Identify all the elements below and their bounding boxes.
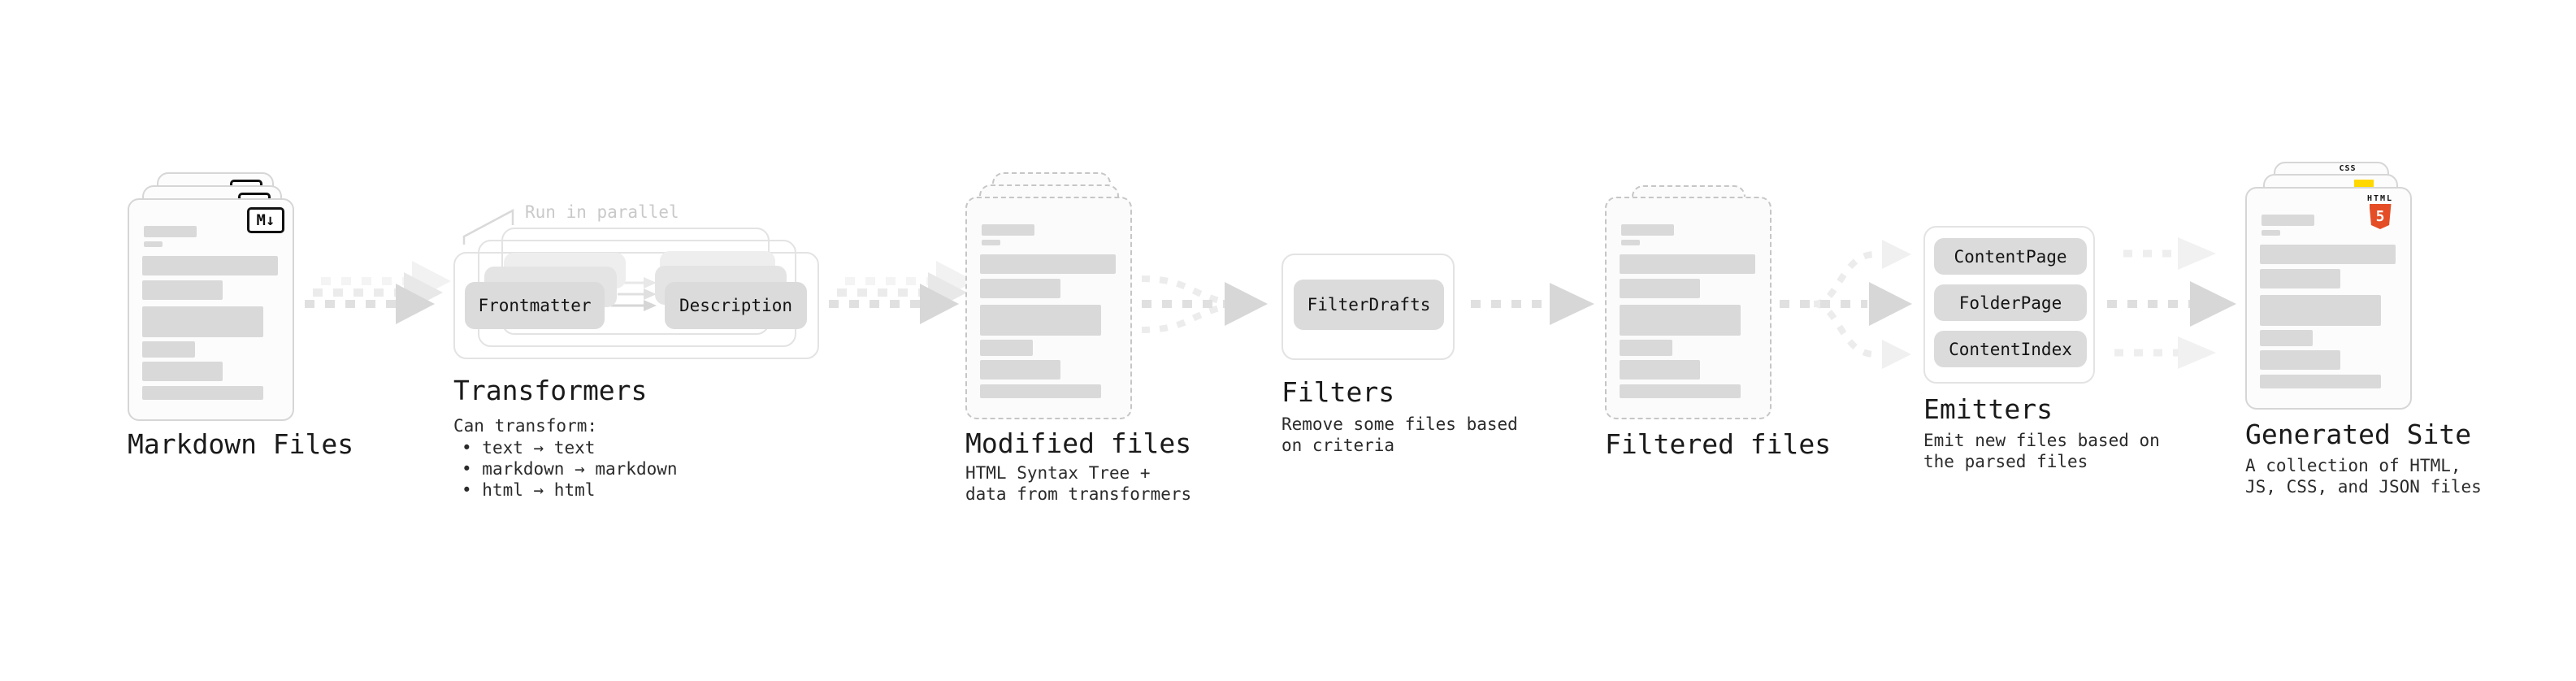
content-bar <box>2260 350 2340 370</box>
arrow-filters-to-filtered <box>1471 283 1594 325</box>
stage-desc-generated-site: A collection of HTML, JS, CSS, and JSON … <box>2245 456 2482 497</box>
filters-frame <box>1281 254 1455 360</box>
stage-title-filters: Filters <box>1281 376 1395 408</box>
content-bar <box>980 254 1116 274</box>
content-bar <box>1620 384 1741 398</box>
content-bar <box>980 305 1101 336</box>
emitter-box-label: ContentIndex <box>1949 339 2072 359</box>
stage-title-filtered-files: Filtered files <box>1605 428 1832 460</box>
html5-icon-wordmark: HTML <box>2366 194 2394 203</box>
transformer-bullet-list: text → text markdown → markdown html → h… <box>462 437 678 501</box>
transformer-box-label: Description <box>679 296 793 315</box>
content-bar <box>980 384 1101 398</box>
transformer-box-frontmatter: Frontmatter <box>465 282 605 329</box>
content-bar <box>1620 360 1700 380</box>
content-bar <box>1621 224 1674 236</box>
content-bar <box>2262 230 2280 236</box>
modified-file-card-front <box>965 197 1132 419</box>
content-bar <box>1620 254 1755 274</box>
stage-title-emitters: Emitters <box>1923 393 2053 425</box>
emitter-box-label: ContentPage <box>1954 246 2067 267</box>
content-bar <box>142 256 278 275</box>
content-bar <box>2260 375 2381 388</box>
stage-title-markdown-files: Markdown Files <box>128 428 354 460</box>
content-bar <box>2260 245 2396 264</box>
content-bar <box>142 362 223 381</box>
filter-box-filterdrafts: FilterDrafts <box>1294 280 1444 330</box>
stage-desc-transformers: Can transform: <box>453 416 598 436</box>
content-bar <box>144 241 163 247</box>
html5-icon-digit: 5 <box>2375 208 2385 225</box>
emitter-box-contentpage: ContentPage <box>1934 238 2087 275</box>
emitter-box-contentindex: ContentIndex <box>1934 331 2087 367</box>
generated-file-card-front: HTML 5 <box>2245 187 2412 410</box>
stage-title-generated-site: Generated Site <box>2245 419 2472 450</box>
arrow-transformers-to-modified <box>829 261 975 324</box>
bullet-item: markdown → markdown <box>462 458 677 479</box>
content-bar <box>142 306 263 337</box>
content-bar <box>2260 269 2340 288</box>
html5-icon-shield: 5 <box>2369 204 2392 229</box>
arrow-emitters-to-generated <box>2107 237 2236 369</box>
css-icon-label: CSS <box>2339 164 2357 173</box>
content-bar <box>144 226 197 237</box>
filtered-file-card-front <box>1605 197 1772 419</box>
content-bar <box>142 280 223 300</box>
stage-desc-modified-files: HTML Syntax Tree + data from transformer… <box>965 463 1192 504</box>
stage-desc-filters: Remove some files based on criteria <box>1281 414 1518 455</box>
emitters-frame <box>1923 226 2095 384</box>
markdown-file-card-front: M↓ <box>128 198 294 421</box>
arrow-filtered-to-emitters <box>1780 240 1912 369</box>
markdown-icon: M↓ <box>247 207 284 233</box>
content-bar <box>1620 305 1741 336</box>
transformer-box-description: Description <box>665 282 807 329</box>
stage-title-modified-files: Modified files <box>965 427 1192 459</box>
content-bar <box>980 360 1060 380</box>
content-bar <box>142 386 263 400</box>
content-bar <box>142 341 195 358</box>
transformer-frame-front <box>453 252 819 359</box>
filter-box-label: FilterDrafts <box>1307 295 1431 314</box>
arrow-modified-to-filters <box>1141 275 1268 333</box>
content-bar <box>982 224 1034 236</box>
content-bar <box>1620 340 1672 356</box>
emitter-box-folderpage: FolderPage <box>1934 284 2087 321</box>
content-bar <box>982 240 1000 245</box>
html5-icon: HTML 5 <box>2361 194 2399 229</box>
stage-title-transformers: Transformers <box>453 375 648 406</box>
content-bar <box>980 279 1060 298</box>
content-bar <box>1621 240 1640 245</box>
content-bar <box>2262 215 2314 226</box>
markdown-icon-label: M↓ <box>256 211 275 229</box>
arrow-markdown-to-transformers <box>305 261 451 324</box>
content-bar <box>1620 279 1700 298</box>
content-bar <box>2260 330 2313 346</box>
bullet-item: text → text <box>462 437 678 458</box>
stage-desc-emitters: Emit new files based on the parsed files <box>1923 431 2160 471</box>
content-bar <box>2260 295 2381 326</box>
run-in-parallel-annotation: Run in parallel <box>525 202 679 222</box>
bullet-item: html → html <box>462 479 678 501</box>
content-bar <box>980 340 1033 356</box>
transformer-box-label: Frontmatter <box>478 296 592 315</box>
emitter-box-label: FolderPage <box>1958 293 2062 313</box>
